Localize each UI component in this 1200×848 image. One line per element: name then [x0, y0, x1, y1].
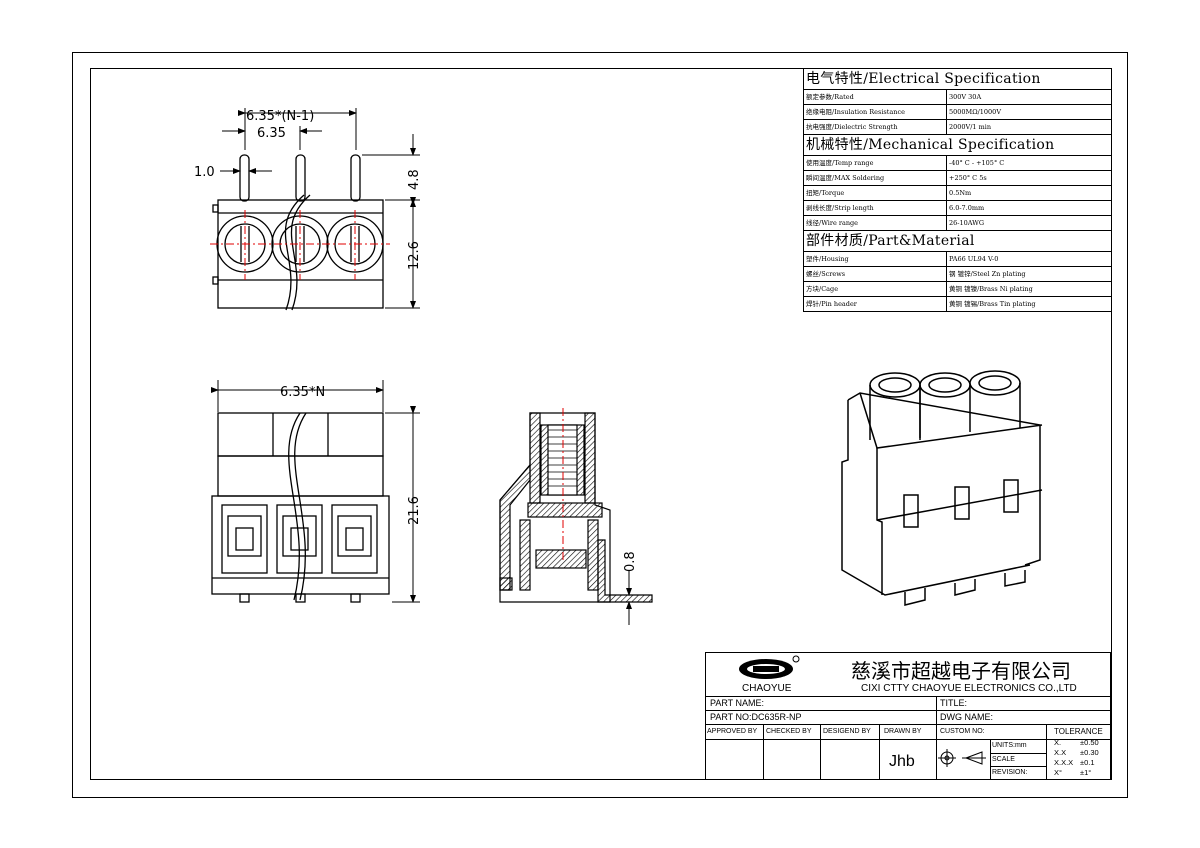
- spec-key: 扭矩/Torque: [804, 186, 947, 200]
- spec-key: 瞬间温度/MAX Soldering: [804, 171, 947, 185]
- spec-row: 瞬间温度/MAX Soldering+250° C 5s: [804, 171, 1112, 186]
- tolerance-format: X°: [1054, 768, 1063, 777]
- designed-by-label: DESIGEND BY: [823, 728, 871, 735]
- spec-key: 塑件/Housing: [804, 252, 947, 266]
- dim-pin-length: 4.8: [407, 169, 422, 190]
- front-view-dimensions: [211, 380, 420, 603]
- top-view: [212, 154, 384, 311]
- front-view: [211, 412, 390, 603]
- pin-3: [350, 154, 361, 202]
- part-name-label: PART NAME:: [710, 698, 765, 708]
- dim-pin-thickness: 0.8: [623, 551, 638, 572]
- custom-no-label: CUSTOM NO:: [940, 728, 985, 735]
- mechanical-spec-title: 机械特性/Mechanical Specification: [804, 135, 1112, 156]
- spec-value: 26-10AWG: [949, 219, 985, 227]
- dim-body-height: 12.6: [407, 241, 422, 270]
- isometric-view: [841, 370, 1043, 606]
- approved-by-label: APPROVED BY: [707, 728, 758, 735]
- tolerance-value: ±0.30: [1080, 748, 1099, 757]
- top-body: [217, 199, 384, 309]
- top-view-dimensions: [220, 108, 420, 309]
- top-view-centerlines: [210, 210, 390, 280]
- tolerance-value: ±0.1: [1080, 758, 1095, 767]
- electrical-spec-title: 电气特性/Electrical Specification: [804, 69, 1112, 90]
- tolerance-value: ±1°: [1080, 768, 1092, 777]
- checked-by-label: CHECKED BY: [766, 728, 812, 735]
- scale-label: SCALE: [992, 756, 1015, 763]
- spec-value: 黄铜 镀镍/Brass Ni plating: [949, 285, 1033, 293]
- spec-key: 螺丝/Screws: [804, 267, 947, 281]
- spec-key: 焊针/Pin header: [804, 297, 947, 311]
- drawing-inner-border: [90, 68, 1112, 780]
- spec-key: 额定参数/Rated: [804, 90, 947, 104]
- drawn-by-label: DRAWN BY: [884, 728, 922, 735]
- company-logo-icon: [739, 655, 800, 679]
- company-name-en: CIXI CTTY CHAOYUE ELECTRONICS CO.,LTD: [861, 683, 1077, 694]
- pin-2: [295, 154, 306, 202]
- spec-value: 0.5Nm: [949, 189, 972, 197]
- drawn-by-value: Jhb: [889, 753, 915, 770]
- spec-value: 2000V/1 min: [949, 123, 992, 131]
- spec-value: 黄铜 镀锡/Brass Tin plating: [949, 300, 1036, 308]
- dim-total-height: 21.6: [407, 496, 422, 525]
- material-title: 部件材质/Part&Material: [804, 231, 1112, 252]
- company-name-cn: 慈溪市超越电子有限公司: [851, 659, 1071, 683]
- spec-key: 抗电强度/Dielectric Strength: [804, 120, 947, 134]
- drawing-outer-border: [72, 52, 1128, 798]
- tolerance-value: ±0.50: [1080, 738, 1099, 747]
- spec-key: 使用温度/Temp range: [804, 156, 947, 170]
- dwg-name-label: DWG NAME:: [940, 712, 993, 722]
- spec-key: 方块/Cage: [804, 282, 947, 296]
- spec-value: 5000MΩ/1000V: [949, 108, 1002, 116]
- spec-key: 线径/Wire range: [804, 216, 947, 230]
- title-block: CHAOYUE 慈溪市超越电子有限公司 CIXI CTTY CHAOYUE EL…: [705, 652, 1111, 780]
- specification-table: 电气特性/Electrical Specification 额定参数/Rated…: [803, 69, 1112, 312]
- spec-key: 绝缘电阻/Insulation Resistance: [804, 105, 947, 119]
- spec-value: -40° C - +105° C: [949, 159, 1005, 167]
- spec-row: 使用温度/Temp range-40° C - +105° C: [804, 156, 1112, 171]
- dim-total-width: 6.35*N: [280, 385, 325, 400]
- tolerance-format: X.: [1054, 738, 1062, 747]
- spec-value: PA66 UL94 V-0: [949, 255, 999, 263]
- dim-pin-width: 1.0: [194, 165, 215, 180]
- pin-1: [239, 154, 250, 202]
- projection-symbol-icon: [938, 749, 986, 767]
- spec-key: 剥线长度/Strip length: [804, 201, 947, 215]
- part-no-label: PART NO:DC635R-NP: [710, 712, 802, 722]
- spec-value: 6.0-7.0mm: [949, 204, 985, 212]
- units-label: UNITS:mm: [992, 742, 1027, 749]
- logo-text: CHAOYUE: [742, 683, 792, 694]
- tolerance-title: TOLERANCE: [1054, 727, 1103, 736]
- spec-value: 300V 30A: [949, 93, 982, 101]
- tolerance-format: X.X: [1054, 748, 1067, 757]
- dim-pitch: 6.35: [257, 126, 286, 141]
- dim-pitch-n-minus-1: 6.35*(N-1): [246, 109, 314, 124]
- revision-label: REVISION:: [992, 769, 1028, 776]
- spec-value: +250° C 5s: [949, 174, 987, 182]
- title-label: TITLE:: [940, 698, 968, 708]
- spec-value: 钢 镀锌/Steel Zn plating: [949, 270, 1026, 278]
- tolerance-format: X.X.X: [1054, 758, 1074, 767]
